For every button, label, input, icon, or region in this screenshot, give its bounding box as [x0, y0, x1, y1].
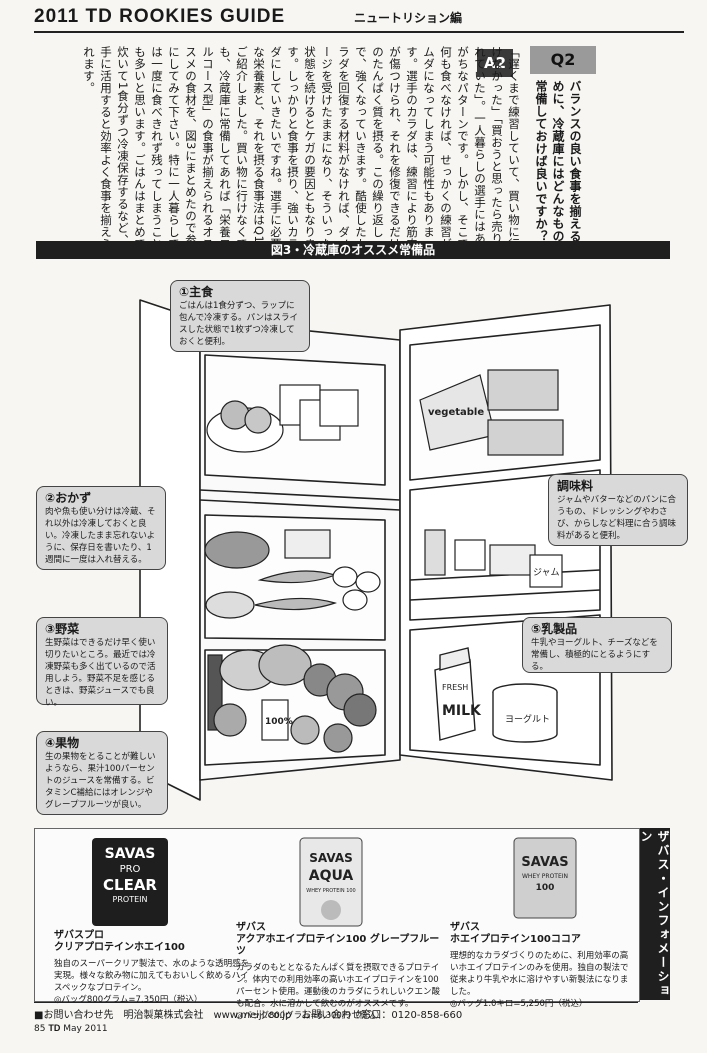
product-whey-desc: 理想的なカラダづくりのために、利用効率の高いホエイプロテインのみを使用。独自の製… — [450, 951, 629, 997]
product-clear-price: ◎バッグ800グラム=7,350円（税込） — [54, 995, 203, 1005]
product-image-clear: SAVAS PRO CLEAR PROTEIN — [92, 838, 168, 926]
answer-text: 「遅くまで練習していて、買い物に行けなかった」「買おうと思ったら売り切れていた」… — [82, 46, 521, 258]
pkg-line2-2: WHEY PROTEIN 100 — [306, 888, 356, 894]
question-text: バランスの良い食事を揃えるために、冷蔵庫にはどんなものを常備しておけば良いですか… — [534, 80, 582, 255]
page-header-title: 2011 TD ROOKIES GUIDE — [34, 6, 286, 27]
answer-label: A2 — [477, 49, 513, 77]
product-whey-name: ホエイプロテイン100ココア — [450, 934, 581, 945]
pkg-line1-2: AQUA — [309, 868, 354, 884]
milk-top-label: FRESH — [442, 683, 468, 692]
figure-title: 図3・冷蔵庫のオススメ常備品 — [270, 243, 436, 257]
pkg-line1-3: WHEY PROTEIN — [522, 873, 568, 880]
callout-dairy-title: ⑤乳製品 — [531, 622, 578, 636]
product-aqua: ザバス アクアホエイプロテイン100 グレープフルーツ カラダのもととなるたんぱ… — [236, 922, 440, 1022]
jam-label: ジャム — [533, 567, 560, 578]
product-clear-brand: ザバスプロ — [54, 930, 104, 941]
figure-title-bar — [36, 241, 670, 259]
callout-dairy: ⑤乳製品 牛乳やヨーグルト、チーズなどを常備し、積極的にとるようにする。 — [522, 617, 672, 673]
product-image-aqua: SAVAS AQUA WHEY PROTEIN 100 — [299, 837, 363, 927]
product-aqua-name: アクアホエイプロテイン100 グレープフルーツ — [236, 934, 440, 957]
callout-vegetables-body: 生野菜はできるだけ早く使い切りたいところ。最近では冷凍野菜も多く出ているので活用… — [45, 638, 156, 708]
pkg-brand-1: SAVAS — [105, 846, 156, 862]
question-label: Q2 — [530, 46, 596, 74]
callout-seasoning-body: ジャムやバターなどのパンに合うもの、ドレッシングやわさび、からしなど料理に合う調… — [557, 495, 677, 541]
callout-fruit-body: 生の果物をとることが難しいようなら、果汁100パーセントのジュースを常備する。ビ… — [45, 752, 156, 810]
product-aqua-price: ◎バッグ800グラム=6,300円（税込） — [236, 1011, 385, 1021]
callout-fruit: ④果物 生の果物をとることが難しいようなら、果汁100パーセントのジュースを常備… — [36, 731, 168, 815]
page-number: 85 TD May 2011 — [34, 1023, 108, 1034]
page-header-section: ニュートリション編 — [354, 11, 463, 25]
callout-dairy-body: 牛乳やヨーグルト、チーズなどを常備し、積極的にとるようにする。 — [531, 638, 658, 672]
product-aqua-brand: ザバス — [236, 922, 266, 933]
page-number-value: 85 — [34, 1024, 46, 1034]
product-whey-brand: ザバス — [450, 922, 480, 933]
veg-pack-label: vegetable — [428, 407, 484, 418]
product-whey-price: ◎バッグ1.0キロ=5,250円（税込） — [450, 999, 588, 1009]
pkg-line3-1: PROTEIN — [113, 895, 148, 904]
pkg-line1-1: PRO — [120, 864, 141, 875]
fridge-illustration: vegetable 100% ジャム FRE — [139, 299, 613, 801]
callout-side-dish: ②おかず 肉や魚も使い分けは冷蔵、それ以外は冷凍しておくと良い。冷凍したまま忘れ… — [36, 486, 166, 570]
callout-side-dish-body: 肉や魚も使い分けは冷蔵、それ以外は冷凍しておくと良い。冷凍したまま忘れないように… — [45, 507, 156, 565]
callout-seasoning: 調味料 ジャムやバターなどのパンに合うもの、ドレッシングやわさび、からしなど料理… — [548, 474, 688, 546]
pkg-line2-1: CLEAR — [103, 876, 157, 894]
callout-fruit-title: ④果物 — [45, 736, 80, 750]
callout-side-dish-title: ②おかず — [45, 491, 92, 505]
yogurt-label: ヨーグルト — [505, 713, 550, 725]
product-clear-desc: 独自のスーパークリア製法で、水のような透明感を実現。様々な飲み物に加えてもおいし… — [54, 959, 250, 993]
pkg-line2-3: 100 — [536, 883, 555, 893]
callout-vegetables-title: ③野菜 — [45, 622, 80, 636]
pkg-brand-2: SAVAS — [309, 851, 353, 865]
header-rule — [34, 31, 684, 33]
callout-seasoning-title: 調味料 — [557, 479, 594, 493]
issue-date: May 2011 — [63, 1024, 108, 1034]
product-aqua-desc: カラダのもととなるたんぱく質を摂取できるプロテイン。体内での利用効率の高いホエイ… — [236, 963, 441, 1009]
callout-staple-body: ごはんは1食分ずつ、ラップに包んで冷凍する。パンはスライスした状態で1枚ずつ冷凍… — [179, 301, 299, 347]
callout-staple-title: ①主食 — [179, 285, 214, 299]
savas-info-side-bar — [640, 828, 670, 1000]
pkg-brand-3: SAVAS — [521, 855, 568, 870]
juice-label: 100% — [265, 717, 293, 727]
milk-label: MILK — [442, 703, 482, 719]
callout-vegetables: ③野菜 生野菜はできるだけ早く使い切りたいところ。最近では冷凍野菜も多く出ている… — [36, 617, 168, 708]
contact-info: ■お問い合わせ先 明治製菓株式会社 www.meiji.co.jp お問い合わせ… — [34, 1010, 463, 1021]
savas-info-title: ザバス・インフォメーション — [639, 830, 670, 998]
product-whey: ザバス ホエイプロテイン100ココア 理想的なカラダづくりのために、利用効率の高… — [450, 922, 636, 1010]
magazine-name: TD — [48, 1023, 61, 1033]
product-clear: ザバスプロ クリアプロテインホエイ100 独自のスーパークリア製法で、水のような… — [54, 930, 250, 1006]
footer-rule — [34, 1002, 638, 1003]
product-image-whey: SAVAS WHEY PROTEIN 100 — [513, 837, 577, 919]
product-clear-name: クリアプロテインホエイ100 — [54, 942, 185, 953]
callout-staple: ①主食 ごはんは1食分ずつ、ラップに包んで冷凍する。パンはスライスした状態で1枚… — [170, 280, 310, 352]
